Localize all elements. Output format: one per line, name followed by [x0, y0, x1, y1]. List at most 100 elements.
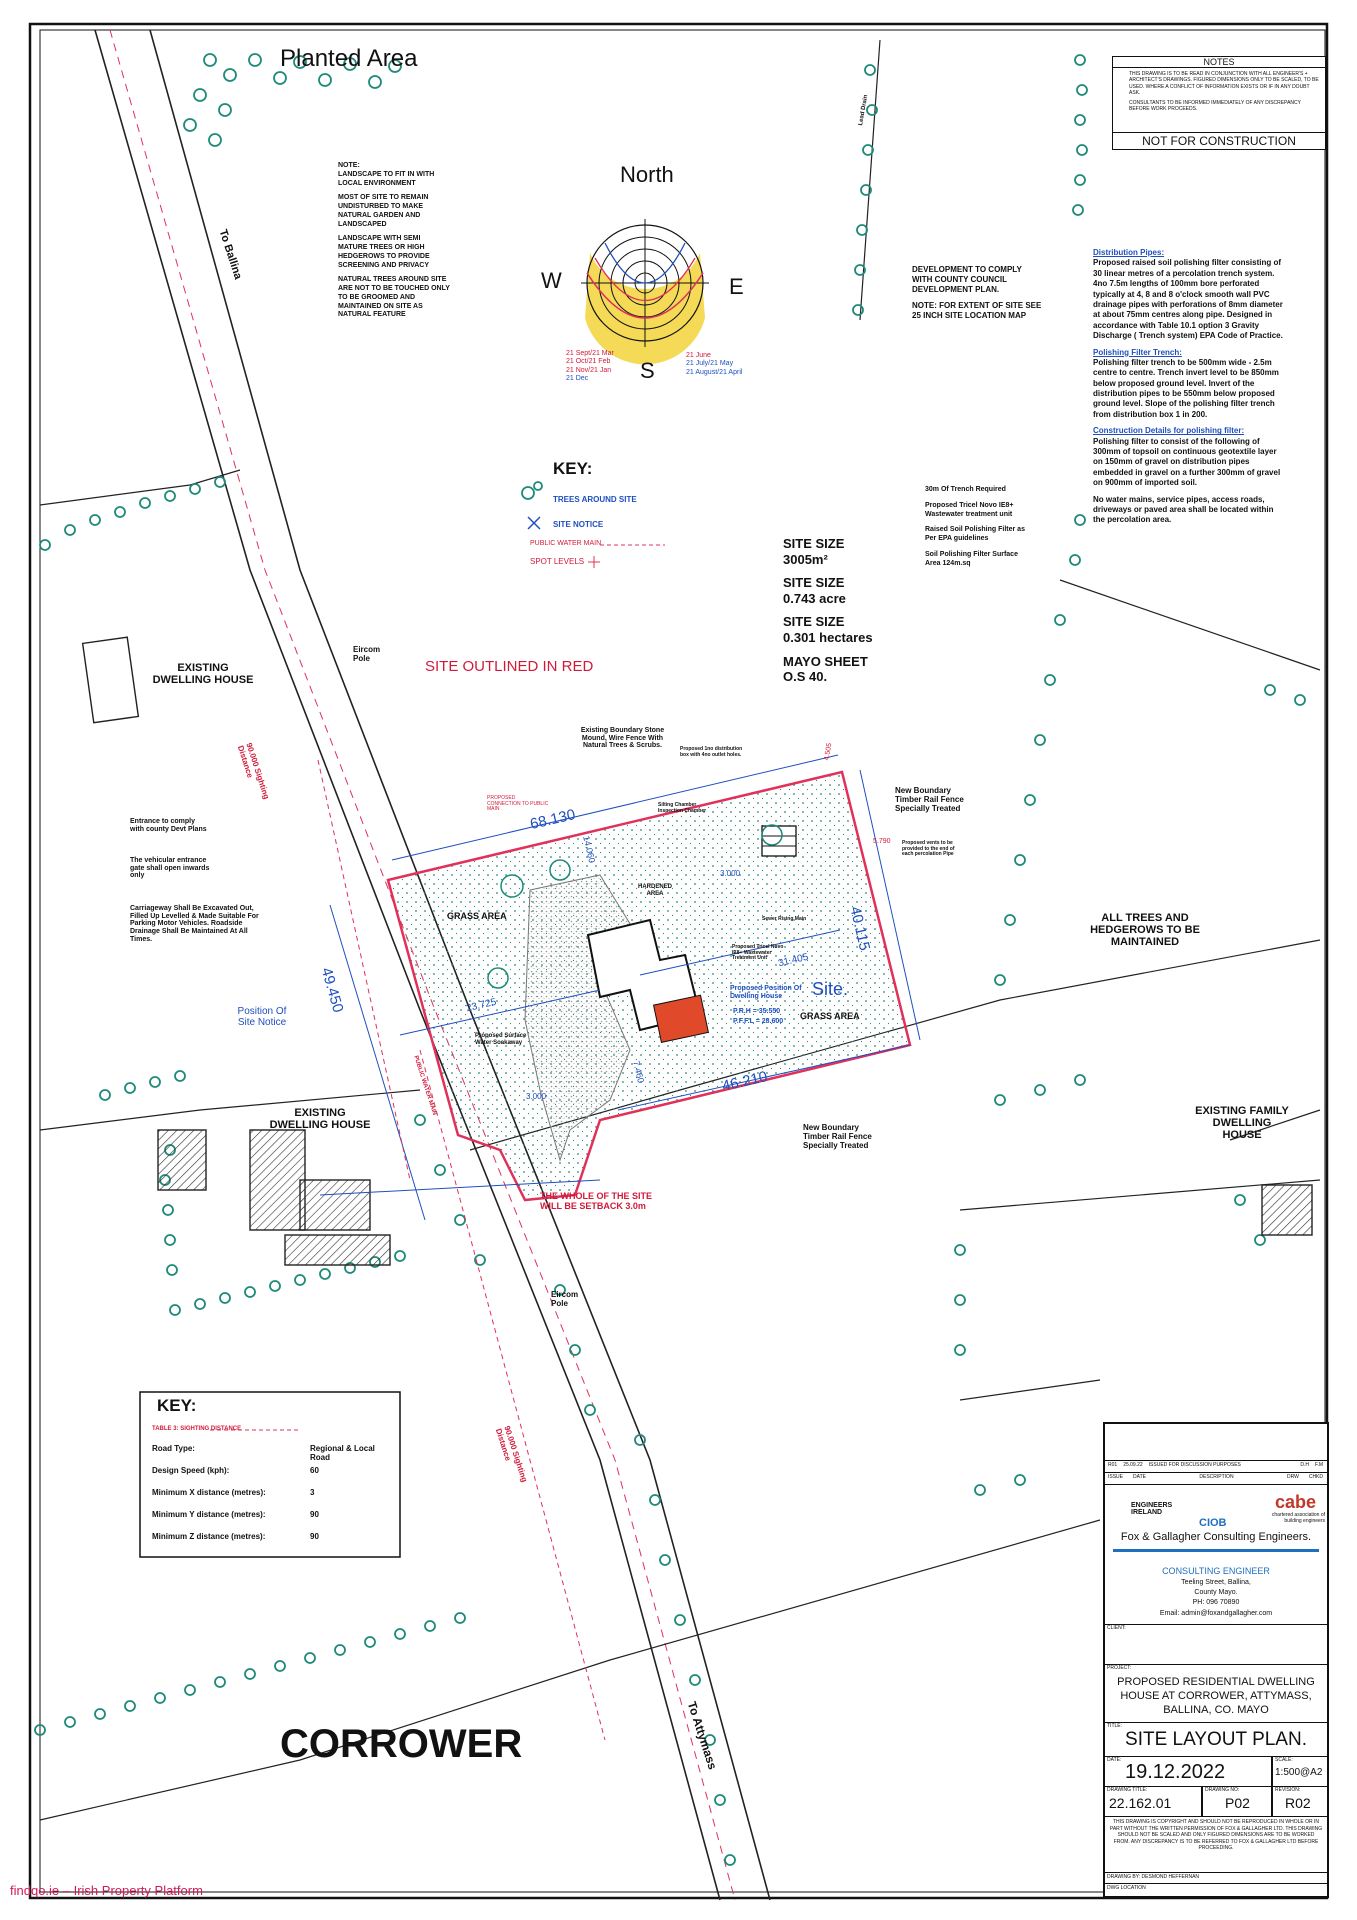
vehicular-gate-note: The vehicular entrance gate shall open i…: [130, 857, 210, 880]
notes-title: NOTES: [1113, 57, 1325, 68]
north-label: North: [620, 162, 674, 187]
project-label: PROJECT:: [1107, 1665, 1132, 1671]
key-spot-levels: SPOT LEVELS: [530, 557, 585, 566]
notes-item-2: CONSULTANTS TO BE INFORMED IMMEDIATELY O…: [1129, 100, 1301, 113]
dim-3000a: 3.000: [720, 869, 741, 878]
eircom-pole-2: Eircom Pole: [551, 1290, 579, 1308]
watermark: findqo.ie – Irish Property Platform: [10, 1883, 203, 1898]
entrance-note: Entrance to comply with county Devt Plan…: [130, 818, 207, 833]
spec-notes: Distribution Pipes: Proposed raised soil…: [1093, 248, 1283, 525]
compass-rose: [581, 219, 709, 365]
key2-row: Minimum Y distance (metres):90: [152, 1510, 319, 1519]
grass-area-1: GRASS AREA: [447, 911, 507, 921]
patio-area: [652, 994, 709, 1043]
development-note: DEVELOPMENT TO COMPLY WITH COUNTY COUNCI…: [912, 265, 1042, 320]
dim-3000b: 3.000: [526, 1092, 547, 1101]
tricel-label: Proposed Tricel Novo IE8+ Wastewater Tre…: [732, 944, 784, 961]
ciob-logo: CIOB: [1199, 1517, 1227, 1529]
not-for-construction: NOT FOR CONSTRUCTION: [1113, 132, 1325, 149]
existing-boundary-label: Existing Boundary Stone Mound, Wire Fenc…: [580, 727, 665, 750]
setback-note: THE WHOLE OF THE SITE WILL BE SETBACK 3.…: [540, 1191, 652, 1211]
sewer-rising-label: Sewer Rising Main: [762, 916, 807, 922]
distribution-box-label: Proposed 1no distribution box with 4no o…: [680, 746, 743, 758]
p02-code: P02: [1225, 1795, 1250, 1811]
scale-label: SCALE:: [1275, 1757, 1293, 1763]
key2-row: Minimum Z distance (metres):90: [152, 1532, 319, 1541]
carriageway-note: Carriageway Shall Be Excavated Out, Fill…: [130, 905, 259, 943]
notes-box: NOTES THIS DRAWING IS TO BE READ IN CONJ…: [1112, 56, 1326, 150]
new-boundary-1: New Boundary Timber Rail Fence Specially…: [895, 786, 964, 813]
cabe-logo: cabe: [1275, 1492, 1317, 1512]
cabe-subtitle: chartered association of building engine…: [1271, 1512, 1325, 1524]
notes-item-1: THIS DRAWING IS TO BE READ IN CONJUNCTIO…: [1129, 71, 1319, 96]
project-name: PROPOSED RESIDENTIAL DWELLING HOUSE AT C…: [1117, 1676, 1315, 1716]
hedgerows: [34, 53, 1306, 1866]
engineers-ireland-logo: ENGINEERS IRELAND: [1131, 1502, 1173, 1516]
address-line-1: Teeling Street, Ballina,: [1181, 1579, 1251, 1586]
landscape-note: NOTE: LANDSCAPE TO FIT IN WITH LOCAL ENV…: [338, 162, 450, 319]
key-water-main: PUBLIC WATER MAIN: [530, 540, 602, 547]
client-label: CLIENT:: [1107, 1625, 1126, 1631]
proposed-connection-label: PROPOSED CONNECTION TO PUBLIC MAIN: [487, 795, 549, 812]
key-trees: TREES AROUND SITE: [553, 495, 637, 504]
silting-chamber-label: Silting Chamber Inspection Chamber: [658, 802, 707, 814]
existing-family-dwelling: EXISTING FAMILY DWELLING HOUSE: [1195, 1105, 1289, 1142]
email-address: Email: admin@foxandgallagher.com: [1159, 1610, 1273, 1617]
key2-row: Road Type:Regional & Local Road: [152, 1444, 375, 1462]
surface-water-label: Proposed Surface Water Soakaway: [475, 1033, 527, 1046]
hardened-area: HARDENED AREA: [638, 884, 673, 897]
site-label: Site.: [812, 979, 849, 999]
revision-code: R02: [1285, 1795, 1311, 1811]
planted-area-label: Planted Area: [280, 45, 418, 72]
sheet-border: [28, 22, 1329, 1900]
revision-rows: [1105, 1424, 1327, 1460]
grass-area-2: GRASS AREA: [800, 1011, 860, 1021]
title-label: TITLE:: [1107, 1723, 1123, 1729]
dwg-location: DWG LOCATION: [1107, 1885, 1146, 1891]
existing-dwelling-2: EXISTING DWELLING HOUSE: [269, 1107, 371, 1132]
all-trees-label: ALL TREES AND HEDGEROWS TO BE MAINTAINED: [1090, 912, 1200, 949]
existing-dwelling-1: EXISTING DWELLING HOUSE: [152, 662, 254, 687]
key2-title: KEY:: [157, 1396, 197, 1415]
drawn-by: DRAWING BY: DESMOND HEFFERNAN: [1107, 1874, 1200, 1880]
drawing-scale: 1:500@A2: [1275, 1767, 1323, 1778]
drawing-no-label: DRAWING NO:: [1205, 1787, 1240, 1793]
key1-title: KEY:: [553, 459, 593, 478]
dim-5790: 5.790: [873, 838, 891, 845]
date-label: DATE:: [1107, 1757, 1122, 1763]
compass-west: W: [541, 268, 562, 293]
copyright-note: THIS DRAWING IS COPYRIGHT AND SHOULD NOT…: [1109, 1819, 1323, 1851]
drawing-number: 22.162.01: [1109, 1795, 1172, 1811]
consulting-engineer: CONSULTING ENGINEER: [1162, 1566, 1270, 1576]
position-site-notice: Position Of Site Notice: [237, 1006, 287, 1028]
vents-label: Proposed vents to be provided to the end…: [902, 840, 955, 857]
revision-label: REVISION:: [1275, 1787, 1301, 1793]
key-site-notice: SITE NOTICE: [553, 520, 604, 529]
compass-east: E: [729, 274, 744, 299]
pffl-label: P.F.F.L = 28.600: [733, 1018, 784, 1025]
compass-south: S: [640, 358, 655, 383]
drawing-title: SITE LAYOUT PLAN.: [1125, 1729, 1307, 1750]
drawing-title-label: DRAWING TITLE:: [1107, 1787, 1148, 1793]
company-name: Fox & Gallagher Consulting Engineers.: [1120, 1531, 1312, 1543]
address-line-2: County Mayo.: [1194, 1589, 1238, 1596]
prh-label: P.R.H = 35.550: [733, 1008, 781, 1015]
key2-row: Minimum X distance (metres):3: [152, 1488, 315, 1497]
site-outlined-label: SITE OUTLINED IN RED: [425, 658, 594, 675]
key2-table-name: TABLE 3: SIGHTING DISTANCE: [152, 1426, 242, 1432]
proposed-dwelling-label: Proposed Position Of Dwelling House: [730, 985, 802, 1000]
site-size-block: SITE SIZE 3005m² SITE SIZE 0.743 acre SI…: [783, 536, 873, 685]
drawing-date: 19.12.2022: [1125, 1761, 1226, 1783]
trench-note: 30m Of Trench Required Proposed Tricel N…: [925, 486, 1025, 567]
new-boundary-2: New Boundary Timber Rail Fence Specially…: [803, 1123, 872, 1150]
phone-number: PH: 096 70890: [1192, 1599, 1240, 1606]
corrower-label: CORROWER: [280, 1722, 523, 1766]
key2-row: Design Speed (kph):60: [152, 1466, 319, 1475]
